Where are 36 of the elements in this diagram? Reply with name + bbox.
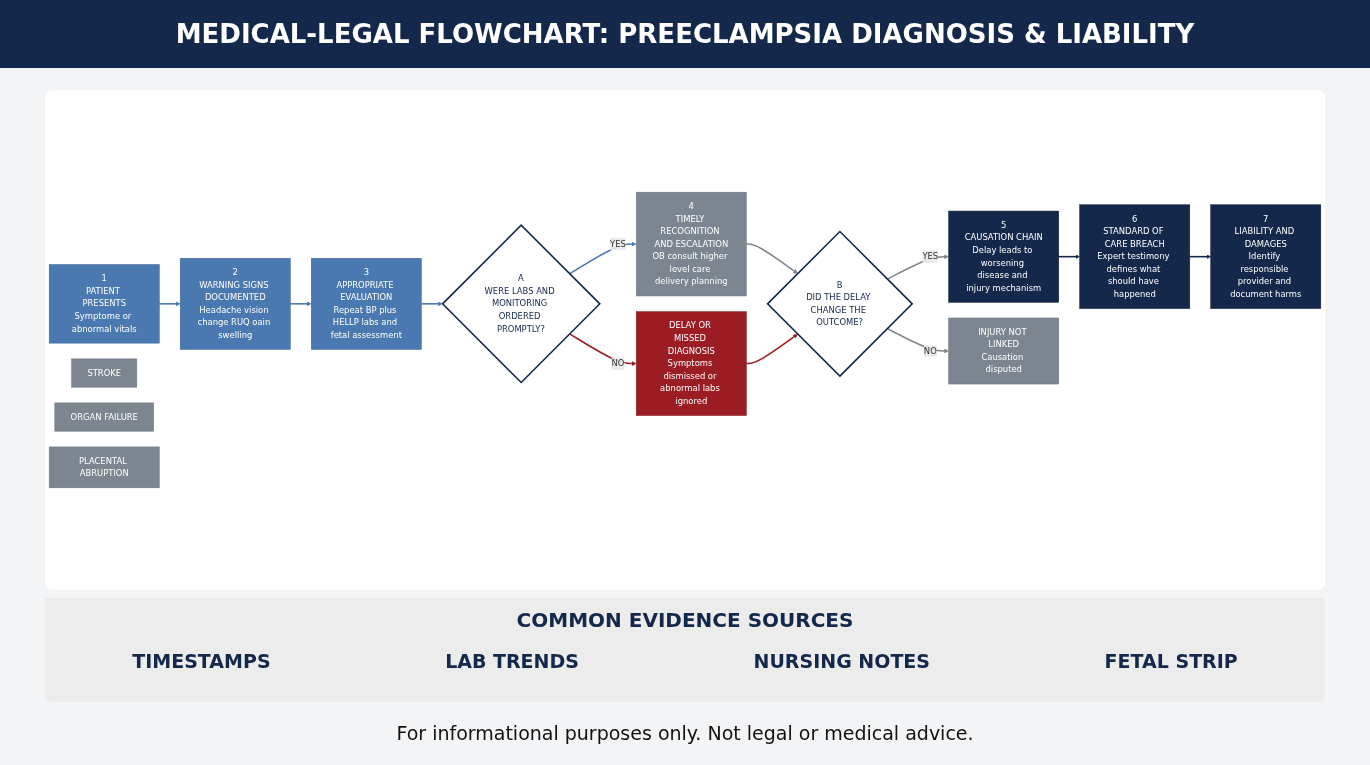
edge-label: YES <box>610 238 626 249</box>
edge-label: NO <box>923 345 937 356</box>
node-box: 5 CAUSATION CHAIN Delay leads to worsening disease and injury mechanism <box>948 210 1059 303</box>
evidence-source: NURSING NOTES <box>753 650 931 672</box>
node-box: 1 PATIENT PRESENTS Symptome or abnormal vitals <box>48 264 160 344</box>
node-box: PLACENTAL ABRUPTION <box>48 446 160 489</box>
evidence-source: TIMESTAMPS <box>132 650 271 672</box>
footer-note: For informational purposes only. Not legal or medical advice. <box>395 722 975 744</box>
title-banner: MEDICAL-LEGAL FLOWCHART: PREECLAMPSIA DIAGNOSIS & LIABILITY <box>0 0 1370 68</box>
evidence-source: LAB TRENDS <box>445 650 579 672</box>
arrow <box>745 333 798 365</box>
arrow <box>886 327 949 354</box>
section-heading: COMMON EVIDENCE SOURCES <box>515 608 855 632</box>
node-box: DELAY OR MISSED DIAGNOSIS Symptoms dismissed or abnormal labs ignored <box>636 311 747 416</box>
node-diamond: A WERE LABS AND MONITORING ORDERED PROMPTLY? <box>441 224 601 384</box>
node-box: INJURY NOT LINKED Causation disputed <box>948 317 1059 385</box>
node-box: 2 WARNING SIGNS DOCUMENTED Headache vision change RUQ oain swelling <box>179 257 291 350</box>
arrow <box>886 254 949 280</box>
node-box: 3 APPROPRIATE EVALUATION Repeat BP plus HELLP labs and fetal assessment <box>311 257 422 350</box>
arrow <box>420 301 443 307</box>
node-diamond: B DID THE DELAY CHANGE THE OUTCOME? <box>766 230 914 378</box>
evidence-source: FETAL STRIP <box>1104 650 1238 672</box>
arrow <box>289 301 312 307</box>
node-box: STROKE <box>71 358 138 388</box>
edge-label: YES <box>922 251 939 262</box>
arrow <box>1189 254 1211 259</box>
edge-label: NO <box>611 358 625 369</box>
arrow <box>745 243 798 274</box>
arrow <box>568 241 637 275</box>
arrow <box>1057 254 1080 259</box>
node-box: 6 STANDARD OF CARE BREACH Expert testimony defines what should have happened <box>1079 204 1191 309</box>
arrow <box>158 301 181 307</box>
node-box: ORGAN FAILURE <box>54 402 154 432</box>
arrow <box>568 333 637 366</box>
node-box: 4 TIMELY RECOGNITION AND ESCALATION OB consult higher level care delivery planning <box>636 191 747 297</box>
node-box: 7 LIABILITY AND DAMAGES Identify responsible provider and document harms <box>1210 204 1322 309</box>
